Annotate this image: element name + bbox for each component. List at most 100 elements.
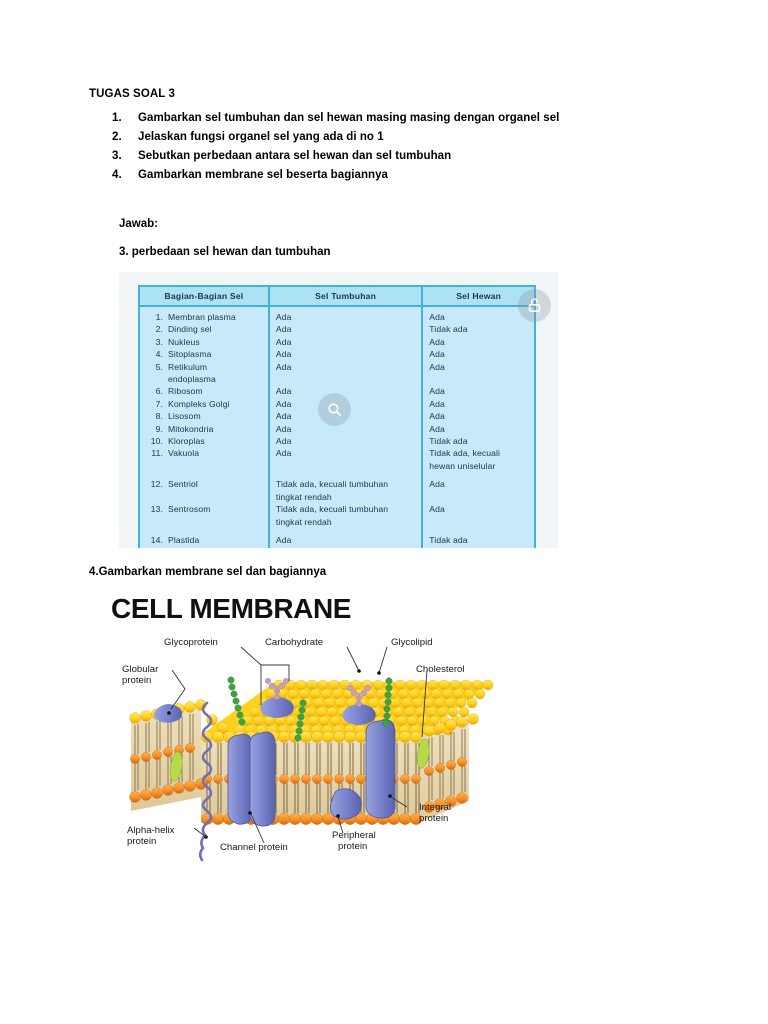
table-row: 1.Membran plasma Ada Ada xyxy=(139,306,535,324)
plant-value: Ada xyxy=(275,324,292,335)
label-alpha-helix-line2: protein xyxy=(127,836,157,847)
row-index: 2. xyxy=(155,324,163,335)
table-header-row: Bagian-Bagian Sel Sel Tumbuhan Sel Hewan xyxy=(139,286,535,307)
cell-animal: Ada xyxy=(422,503,535,528)
cell-animal: Ada xyxy=(422,336,535,348)
animal-value: Ada xyxy=(429,479,445,490)
cell-plant: Ada xyxy=(268,335,424,349)
cell-animal: Tidak ada xyxy=(422,435,535,447)
search-icon xyxy=(318,393,351,426)
part-name-line2: endoplasma xyxy=(168,374,216,385)
plant-value: Ada xyxy=(275,398,292,409)
cell-plant: Ada xyxy=(268,397,424,411)
animal-value: Tidak ada xyxy=(429,436,468,447)
animal-value: Ada xyxy=(429,423,445,434)
label-globular-protein-line1: Globular xyxy=(122,664,159,675)
label-peripheral-protein-line1: Peripheral xyxy=(332,830,376,841)
plant-value: Ada xyxy=(275,361,292,372)
cell-plant: Ada xyxy=(268,360,424,386)
question-item: 3. Sebutkan perbedaan antara sel hewan d… xyxy=(112,150,652,169)
animal-value: Ada xyxy=(429,398,445,409)
label-integral-protein-line2: protein xyxy=(419,813,449,824)
label-alpha-helix-line1: Alpha-helix xyxy=(127,825,175,836)
row-index: 11. xyxy=(151,448,163,459)
question-number: 1. xyxy=(112,112,122,124)
animal-value: Ada xyxy=(429,386,445,397)
part-name: Lisosom xyxy=(168,411,201,422)
plant-value-line2: tingkat rendah xyxy=(275,491,332,502)
plant-value: Ada xyxy=(275,411,292,422)
row-index: 10. xyxy=(150,436,163,447)
part-name: Mitokondria xyxy=(168,423,214,434)
row-index: 14. xyxy=(150,534,163,545)
animal-value: Ada xyxy=(429,336,445,347)
table-head: Bagian-Bagian Sel Sel Tumbuhan Sel Hewan xyxy=(139,286,535,307)
column-header-part: Bagian-Bagian Sel xyxy=(139,286,270,307)
question-number: 2. xyxy=(112,131,122,143)
part-name: Sitoplasma xyxy=(168,349,212,360)
table-row: 2.Dinding sel Ada Tidak ada xyxy=(139,323,535,336)
row-index: 1. xyxy=(155,312,163,322)
membrane-figure-title: CELL MEMBRANE xyxy=(111,593,352,624)
table-row: 14.Plastida Ada Tidak ada xyxy=(139,527,535,548)
row-index: 8. xyxy=(155,411,163,422)
animal-value-line2: hewan uniselular xyxy=(429,460,496,471)
label-glycoprotein: Glycoprotein xyxy=(164,637,218,648)
question-text: Gambarkan membrane sel beserta bagiannya xyxy=(138,169,388,181)
animal-value: Ada xyxy=(429,349,445,360)
cell-animal: Ada xyxy=(422,423,535,435)
membrane-illustration xyxy=(129,646,494,862)
cell-part: 12.Sentriol xyxy=(139,472,270,504)
table-row: 6.Ribosom Ada Ada xyxy=(139,385,535,398)
cell-part: 10. Kloroplas xyxy=(139,435,270,448)
cell-part: 3.Nukleus xyxy=(139,335,270,349)
row-index: 6. xyxy=(155,386,163,397)
cell-animal: Ada xyxy=(422,361,535,386)
cell-plant: Ada xyxy=(268,410,424,423)
row-index: 3. xyxy=(155,336,163,347)
question-text: Jelaskan fungsi organel sel yang ada di … xyxy=(138,131,384,143)
part-name: Retikulum xyxy=(168,361,208,372)
part-name: Plastida xyxy=(168,534,200,545)
plant-value: Ada xyxy=(275,336,292,347)
page-title: TUGAS SOAL 3 xyxy=(89,88,175,100)
table-row: 10. Kloroplas Ada Tidak ada xyxy=(139,435,535,448)
cell-plant: Ada xyxy=(268,435,424,448)
animal-value: Tidak ada xyxy=(429,324,468,335)
row-index: 4. xyxy=(155,349,163,360)
cell-plant: Ada xyxy=(268,323,424,336)
plant-value: Ada xyxy=(275,386,292,397)
plant-value: Ada xyxy=(275,436,292,447)
label-globular-protein-line2: protein xyxy=(122,675,152,686)
part-name: Vakuola xyxy=(168,448,200,459)
cell-animal: Ada xyxy=(422,385,535,397)
row-index: 7. xyxy=(155,398,163,409)
cell-part: 14. Plastida xyxy=(139,527,270,548)
table-row: 8. Lisosom Ada Ada xyxy=(139,410,535,423)
cell-part: 11. Vakuola xyxy=(139,447,270,473)
answer-4-heading: 4.Gambarkan membrane sel dan bagiannya xyxy=(89,566,327,578)
cell-animal: Ada xyxy=(422,472,535,503)
cell-part: 8. Lisosom xyxy=(139,410,270,423)
table-row: 7. Kompleks Golgi Ada Ada xyxy=(139,397,535,411)
part-name: Kompleks Golgi xyxy=(168,398,230,409)
question-number: 3. xyxy=(112,150,122,162)
cell-plant: Ada xyxy=(268,385,424,398)
part-name: Kloroplas xyxy=(168,436,205,447)
plant-value: Ada xyxy=(275,534,292,545)
animal-value: Ada xyxy=(429,361,445,372)
cell-animal: Tidak ada xyxy=(422,323,535,335)
animal-value: Ada xyxy=(429,504,445,515)
cell-part: 2.Dinding sel xyxy=(139,323,270,336)
cell-plant: Ada xyxy=(268,527,424,548)
cell-plant: Ada xyxy=(268,422,424,436)
animal-value: Ada xyxy=(429,411,445,422)
column-header-animal: Sel Hewan xyxy=(422,286,535,307)
cell-part: 13.Sentrosom xyxy=(139,503,270,528)
cell-plant: Ada xyxy=(268,348,424,361)
